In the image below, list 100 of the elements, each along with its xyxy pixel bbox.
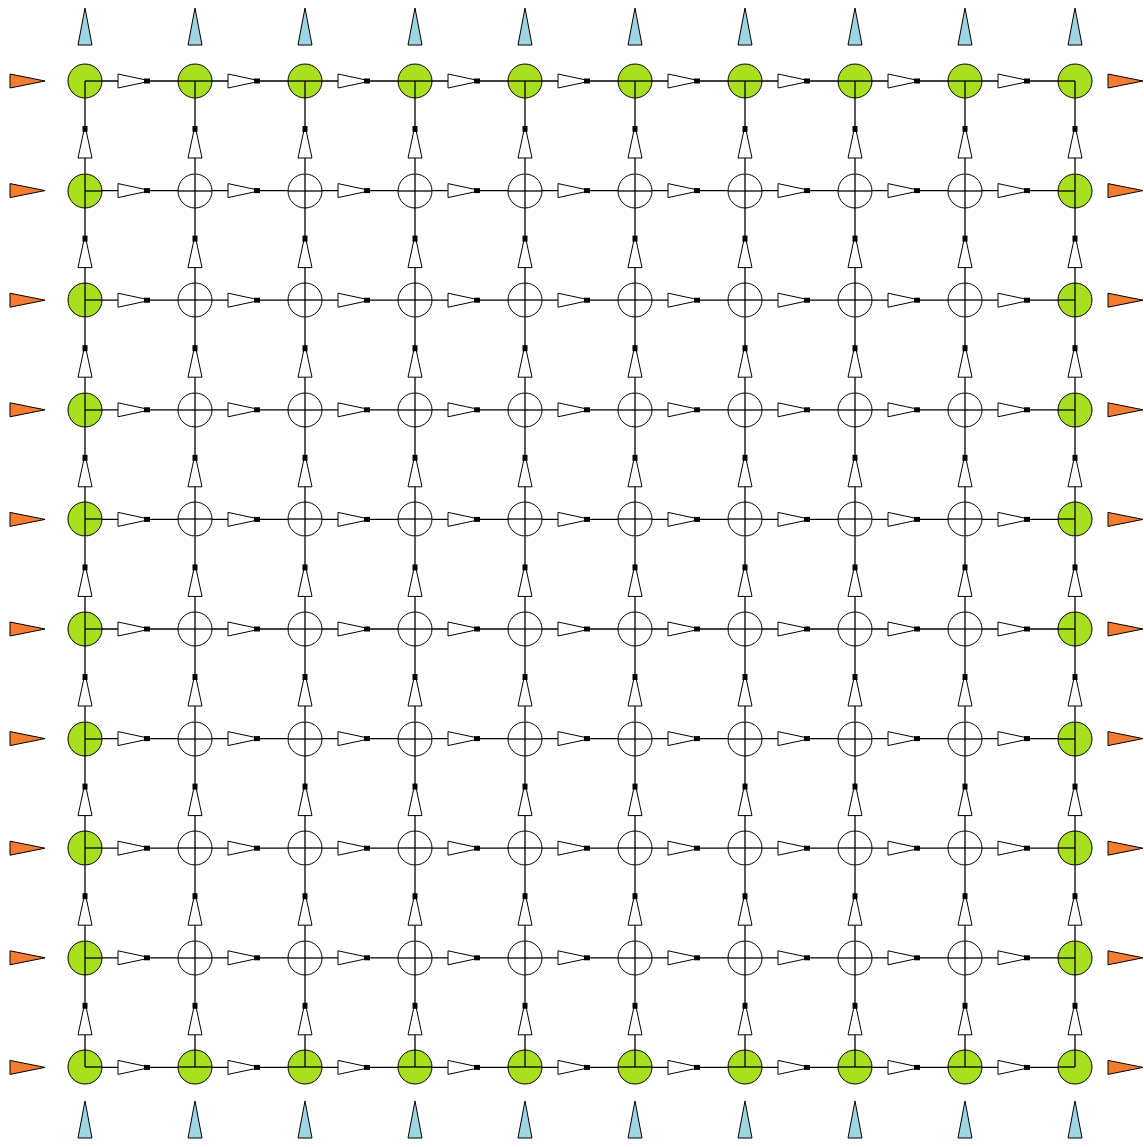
node-circle xyxy=(67,939,103,976)
node-circle xyxy=(727,63,763,99)
node-circle xyxy=(397,501,433,538)
node-circle xyxy=(837,63,873,99)
node-circle xyxy=(1057,63,1093,99)
node-circle xyxy=(947,939,983,976)
node-circle xyxy=(67,63,103,99)
node-circle xyxy=(287,830,323,867)
node-circle xyxy=(1057,172,1093,209)
node-circle xyxy=(177,720,213,757)
node-circle xyxy=(67,172,103,209)
node-circle xyxy=(837,1049,873,1086)
node-circle xyxy=(67,720,103,757)
node-circle xyxy=(177,611,213,647)
node-circle xyxy=(1057,720,1093,757)
node-circle xyxy=(397,830,433,867)
node-circle xyxy=(837,501,873,538)
node-circle xyxy=(947,501,983,538)
node-circle xyxy=(617,830,653,867)
node-circle xyxy=(947,391,983,428)
node-circle xyxy=(947,720,983,757)
node-circle xyxy=(397,939,433,976)
node-circle xyxy=(287,172,323,209)
node-circle xyxy=(397,63,433,99)
node-circle xyxy=(287,391,323,428)
node-circle xyxy=(397,282,433,319)
node-circle xyxy=(507,1049,543,1086)
node-circle xyxy=(177,1049,213,1086)
node-circle xyxy=(617,1049,653,1086)
node-circle xyxy=(397,1049,433,1086)
node-circle xyxy=(507,830,543,867)
node-circle xyxy=(727,830,763,867)
node-circle xyxy=(177,282,213,319)
node-circle xyxy=(287,720,323,757)
node-circle xyxy=(1057,391,1093,428)
node-circle xyxy=(397,611,433,647)
node-circle xyxy=(617,172,653,209)
node-circle xyxy=(837,830,873,867)
node-circle xyxy=(617,391,653,428)
node-circle xyxy=(947,63,983,99)
node-circle xyxy=(727,1049,763,1086)
node-circle xyxy=(287,63,323,99)
node-circle xyxy=(617,63,653,99)
node-circle xyxy=(947,172,983,209)
node-circle xyxy=(837,720,873,757)
node-circle xyxy=(67,611,103,647)
node-circle xyxy=(177,939,213,976)
node-circle xyxy=(397,720,433,757)
node-circle xyxy=(617,282,653,319)
node-circle xyxy=(507,501,543,538)
node-circle xyxy=(287,282,323,319)
node-circle xyxy=(947,282,983,319)
node-circle xyxy=(837,939,873,976)
node-circle xyxy=(177,391,213,428)
node-circle xyxy=(947,830,983,867)
node-circle xyxy=(507,391,543,428)
node-circle xyxy=(287,1049,323,1086)
node-circle xyxy=(837,391,873,428)
node-circle xyxy=(507,611,543,647)
node-circle xyxy=(177,830,213,867)
node-circle xyxy=(177,172,213,209)
node-circle xyxy=(947,611,983,647)
node-circle xyxy=(727,172,763,209)
node-circle xyxy=(67,501,103,538)
node-circle xyxy=(727,391,763,428)
node-circle xyxy=(727,720,763,757)
node-circle xyxy=(727,282,763,319)
node-circle xyxy=(1057,611,1093,647)
node-circle xyxy=(67,830,103,867)
node-circle xyxy=(947,1049,983,1086)
node-circle xyxy=(287,611,323,647)
node-circle xyxy=(727,501,763,538)
node-circle xyxy=(507,282,543,319)
node-circle xyxy=(617,501,653,538)
node-circle xyxy=(837,172,873,209)
node-circle xyxy=(67,282,103,319)
node-circle xyxy=(507,720,543,757)
node-circle xyxy=(727,611,763,647)
node-circle xyxy=(837,611,873,647)
node-circle xyxy=(67,391,103,428)
node-circle xyxy=(507,63,543,99)
node-circle xyxy=(1057,282,1093,319)
node-circle xyxy=(507,172,543,209)
node-circle xyxy=(177,63,213,99)
node-circle xyxy=(507,939,543,976)
node-circle xyxy=(1057,1049,1093,1086)
node-circle xyxy=(397,172,433,209)
node-circle xyxy=(287,939,323,976)
node-circle xyxy=(617,720,653,757)
node-circle xyxy=(67,1049,103,1086)
node-circle xyxy=(177,501,213,538)
node-circle xyxy=(837,282,873,319)
node-circle xyxy=(1057,501,1093,538)
node-circle xyxy=(617,611,653,647)
node-circle xyxy=(727,939,763,976)
node-circle xyxy=(1057,830,1093,867)
node-circle xyxy=(617,939,653,976)
node-circle xyxy=(397,391,433,428)
node-circle xyxy=(1057,939,1093,976)
node-circle xyxy=(287,501,323,538)
